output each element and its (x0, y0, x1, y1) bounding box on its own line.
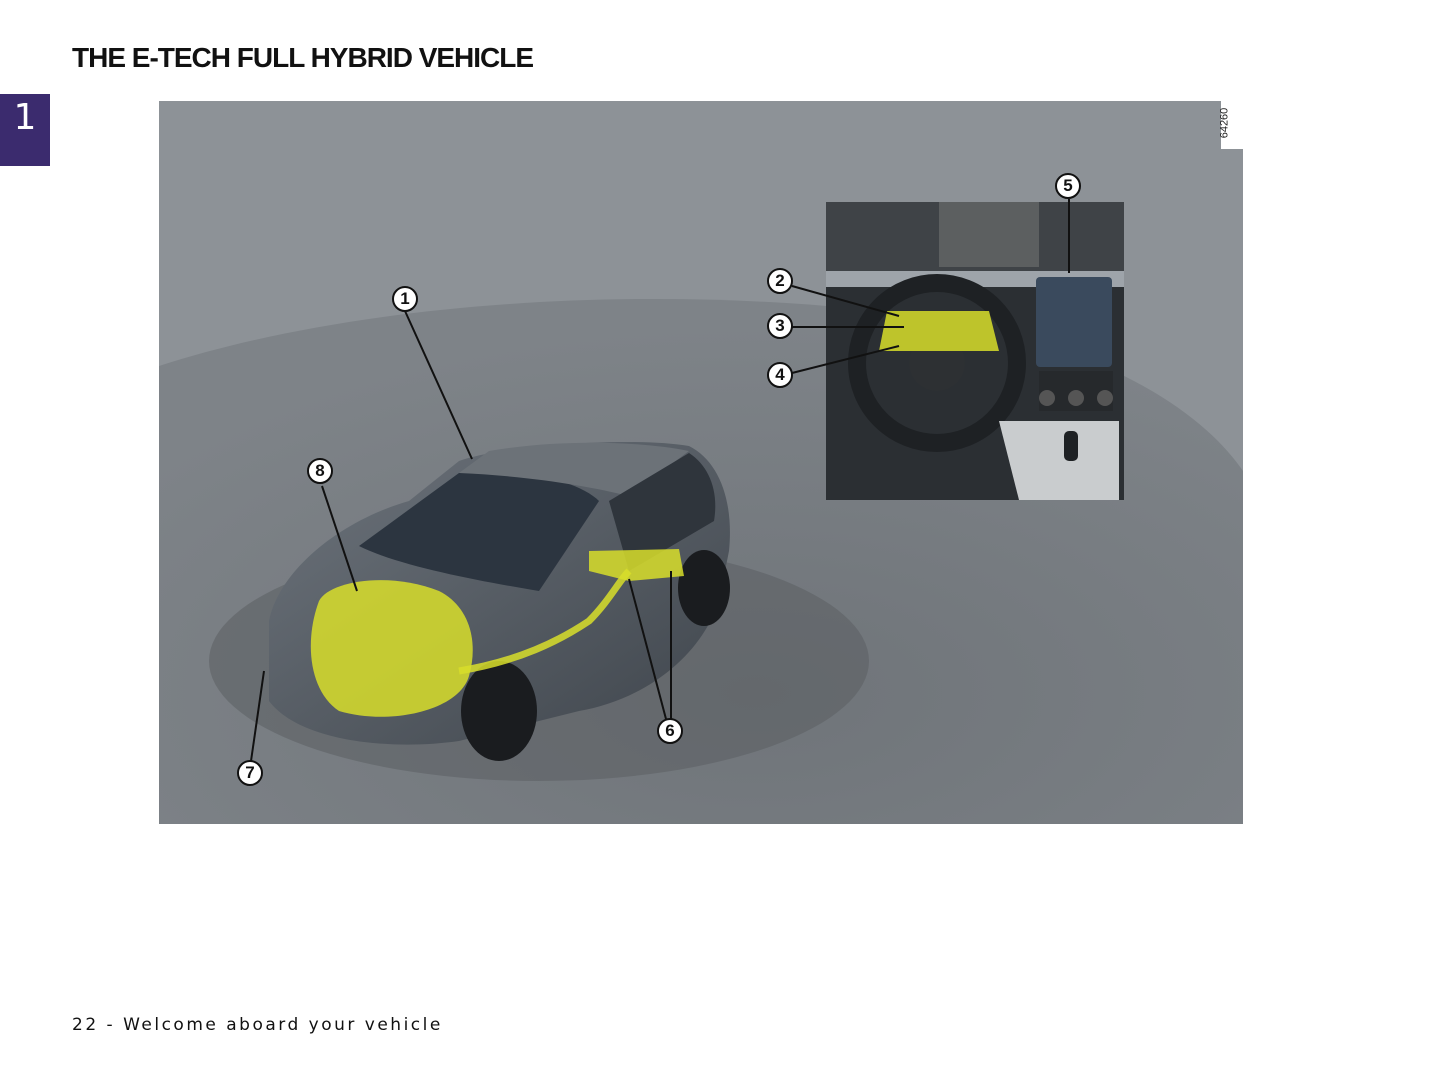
chapter-tab: 1 (0, 94, 50, 166)
callout-3: 3 (767, 313, 793, 339)
illustration-graphic (159, 101, 1243, 824)
callout-8: 8 (307, 458, 333, 484)
page-footer: 22 - Welcome aboard your vehicle (72, 1015, 443, 1035)
page-title: THE E-TECH FULL HYBRID VEHICLE (72, 42, 534, 73)
callout-5: 5 (1055, 173, 1081, 199)
callout-2: 2 (767, 268, 793, 294)
figure-reference-code: 64260 (1218, 101, 1243, 149)
callout-4: 4 (767, 362, 793, 388)
callout-6: 6 (657, 718, 683, 744)
vehicle-illustration: 1 2 3 4 5 6 7 8 (159, 101, 1243, 824)
callout-7: 7 (237, 760, 263, 786)
callout-1: 1 (392, 286, 418, 312)
chapter-number: 1 (13, 97, 37, 138)
